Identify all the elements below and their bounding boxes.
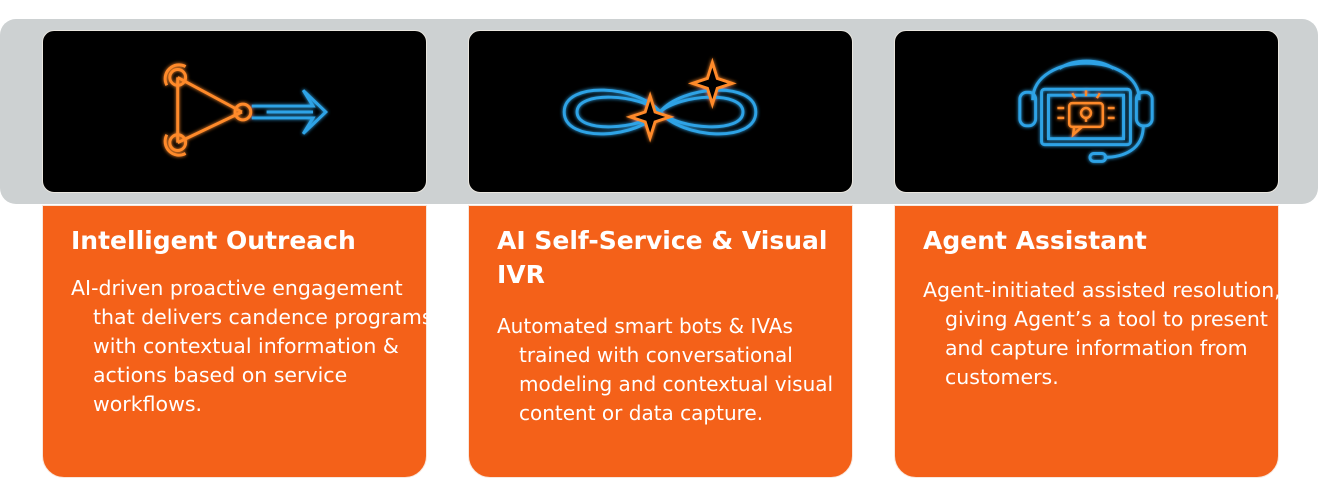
infinity-sparkle-icon	[562, 57, 758, 143]
headset-screen-idea-icon	[1018, 59, 1154, 163]
triangle-network-arrow-icon	[163, 63, 329, 157]
card-description: AI-driven proactive engagement that deli…	[71, 276, 433, 416]
card-title: Intelligent Outreach	[71, 226, 356, 255]
outreach-image-panel	[42, 30, 427, 193]
card-title: Agent Assistant	[923, 226, 1147, 255]
self-service-image-panel	[468, 30, 853, 193]
card-description: Agent-initiated assisted resolution, giv…	[923, 278, 1281, 389]
card-intelligent-outreach: Intelligent Outreach AI-driven proactive…	[42, 205, 433, 478]
agent-assistant-image-panel	[894, 30, 1279, 193]
card-title: AI Self-Service & Visual IVR	[497, 226, 828, 289]
card-agent-assistant: Agent Assistant Agent-initiated assisted…	[894, 205, 1281, 478]
card-description: Automated smart bots & IVAs trained with…	[497, 314, 834, 425]
card-ai-self-service: AI Self-Service & Visual IVR Automated s…	[468, 205, 853, 478]
